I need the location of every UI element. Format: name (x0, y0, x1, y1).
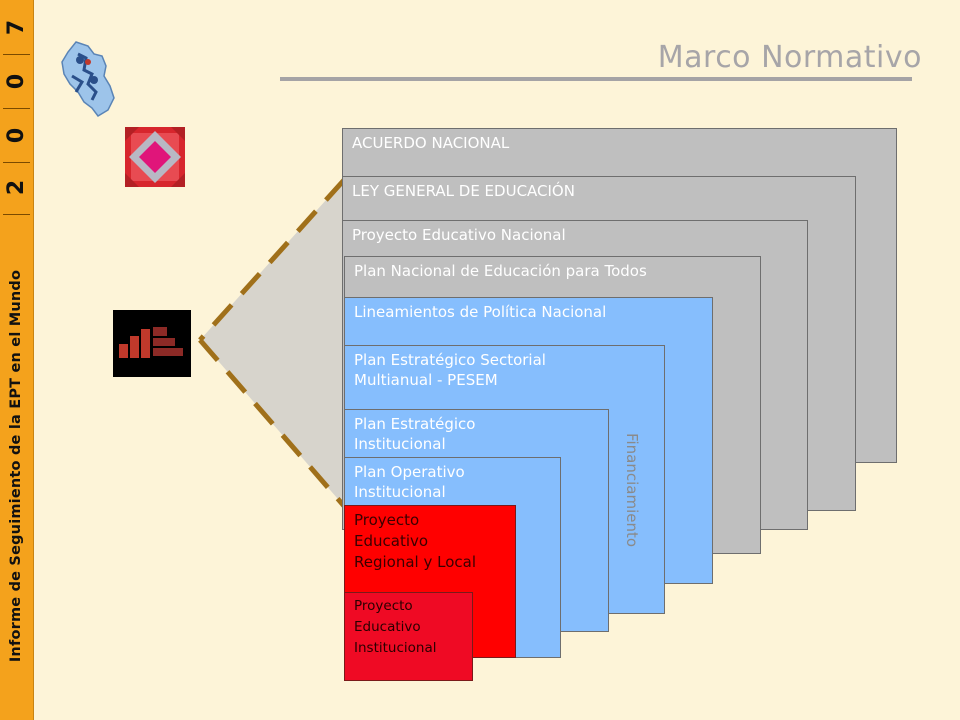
box-label: Proyecto Educativo Regional y Local (354, 511, 476, 571)
box-label: Proyecto Educativo Institucional (354, 598, 437, 656)
year-block: 7 0 0 2 (0, 0, 33, 216)
box-label: Proyecto Educativo Nacional (352, 226, 566, 244)
box-label: Lineamientos de Política Nacional (354, 303, 607, 321)
financiamiento-label: Financiamiento (623, 432, 641, 548)
side-band: 7 0 0 2 Informe de Seguimiento de la EPT… (0, 0, 34, 720)
box-label: Plan Estratégico Institucional (354, 415, 476, 453)
peru-map-logo-icon (61, 41, 115, 117)
year-separator (3, 214, 30, 215)
year-separator (3, 108, 30, 109)
box-proyecto-regional: Proyecto Educativo Regional y Local (344, 505, 516, 658)
box-label: LEY GENERAL DE EDUCACIÓN (352, 182, 575, 200)
box-label: ACUERDO NACIONAL (352, 134, 510, 152)
box-label: Plan Estratégico Sectorial Multianual - … (354, 351, 546, 389)
red-diamond-logo-icon (125, 127, 185, 187)
page-title: Marco Normativo (657, 40, 922, 75)
year-separator (3, 54, 30, 55)
box-label: Plan Nacional de Educación para Todos (354, 262, 647, 280)
title-underline (280, 77, 912, 81)
bar-chart-logo-icon (113, 310, 191, 377)
year-separator (3, 162, 30, 163)
box-label: Plan Operativo Institucional (354, 463, 465, 501)
box-proyecto-institucional: Proyecto Educativo Institucional (344, 592, 473, 681)
